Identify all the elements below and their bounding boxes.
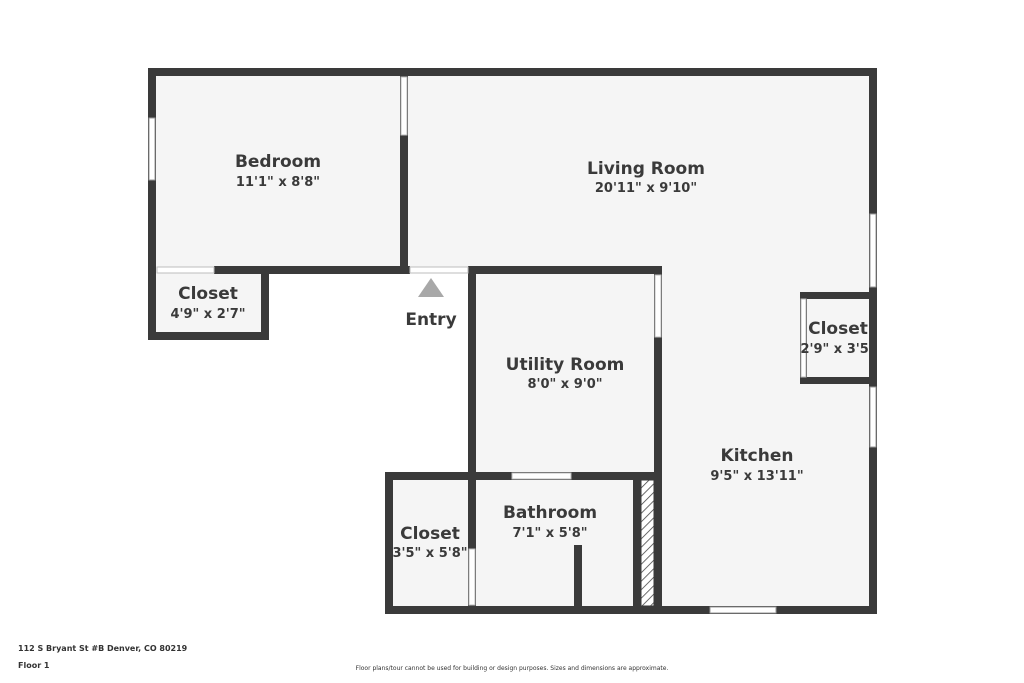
door-hall-closet: [468, 548, 476, 606]
hatched-chase: [640, 479, 655, 607]
wall-bath-right: [633, 478, 641, 614]
utility-room-floor: [469, 267, 661, 479]
bedroom-dims: 11'1" x 8'8": [236, 175, 320, 190]
windows: [148, 117, 877, 614]
door-bedroom-closet: [156, 266, 215, 274]
hall-closet-floor: [385, 472, 477, 614]
wall-left-bedroom: [148, 68, 156, 339]
bedroom-floor: [148, 69, 408, 273]
wall-top: [148, 68, 877, 76]
door-utility: [654, 274, 662, 338]
utility-room-name: Utility Room: [506, 355, 625, 375]
hall-closet-name: Closet: [400, 524, 460, 544]
utility-room-dims: 8'0" x 9'0": [527, 377, 602, 392]
bedroom-closet-dims: 4'9" x 2'7": [170, 307, 245, 322]
footer-address: 112 S Bryant St #B Denver, CO 80219: [18, 644, 188, 653]
window-kitchen-bottom: [709, 606, 777, 614]
bedroom-name: Bedroom: [235, 152, 321, 172]
bathroom-floor: [469, 472, 655, 614]
living-room-floor: [404, 69, 876, 273]
living-room-dims: 20'11" x 9'10": [595, 181, 697, 196]
wall-utility-left: [468, 266, 476, 614]
wall-utility-right: [654, 266, 662, 614]
bedroom-closet-name: Closet: [178, 284, 238, 304]
kitchen-closet-name: Closet: [808, 319, 868, 339]
entry-label: Entry: [405, 310, 456, 330]
wall-bedroom-closet-bottom: [148, 332, 269, 340]
wall-kitchen-closet-top: [800, 292, 877, 299]
kitchen-name: Kitchen: [721, 446, 794, 466]
kitchen-dims: 9'5" x 13'11": [710, 469, 803, 484]
window-kitchen-right: [869, 386, 877, 448]
kitchen-closet-floor: [800, 293, 876, 384]
window-living-right: [869, 213, 877, 288]
wall-bath-partition: [574, 545, 582, 614]
wall-right: [869, 68, 877, 614]
footer-floor: Floor 1: [18, 661, 50, 670]
door-bathroom: [511, 472, 572, 480]
footer-disclaimer: Floor plans/tour cannot be used for buil…: [355, 665, 669, 672]
wall-bedroom-bottom: [214, 266, 410, 274]
door-bedroom-living: [400, 76, 408, 136]
door-openings: [156, 76, 807, 606]
bathroom-dims: 7'1" x 5'8": [512, 526, 587, 541]
bathroom-name: Bathroom: [503, 503, 597, 523]
wall-bedroom-living: [400, 68, 408, 274]
living-room-name: Living Room: [587, 159, 705, 179]
wall-hall-closet-left: [385, 472, 393, 614]
entry-arrow-icon: [418, 278, 444, 297]
wall-bedroom-closet-right: [261, 267, 269, 340]
kitchen-closet-dims: 2'9" x 3'5": [800, 342, 875, 357]
hall-closet-dims: 3'5" x 5'8": [392, 546, 467, 561]
wall-utility-top: [468, 266, 662, 274]
door-kitchen-closet: [800, 298, 807, 378]
door-entry: [409, 266, 469, 274]
floors: [148, 69, 876, 614]
bedroom-closet-floor: [148, 269, 268, 339]
window-bedroom-left: [148, 117, 156, 181]
wall-bottom: [385, 606, 877, 614]
labels: Bedroom 11'1" x 8'8" Living Room 20'11" …: [170, 152, 875, 561]
wall-kitchen-closet-bottom: [800, 377, 877, 384]
